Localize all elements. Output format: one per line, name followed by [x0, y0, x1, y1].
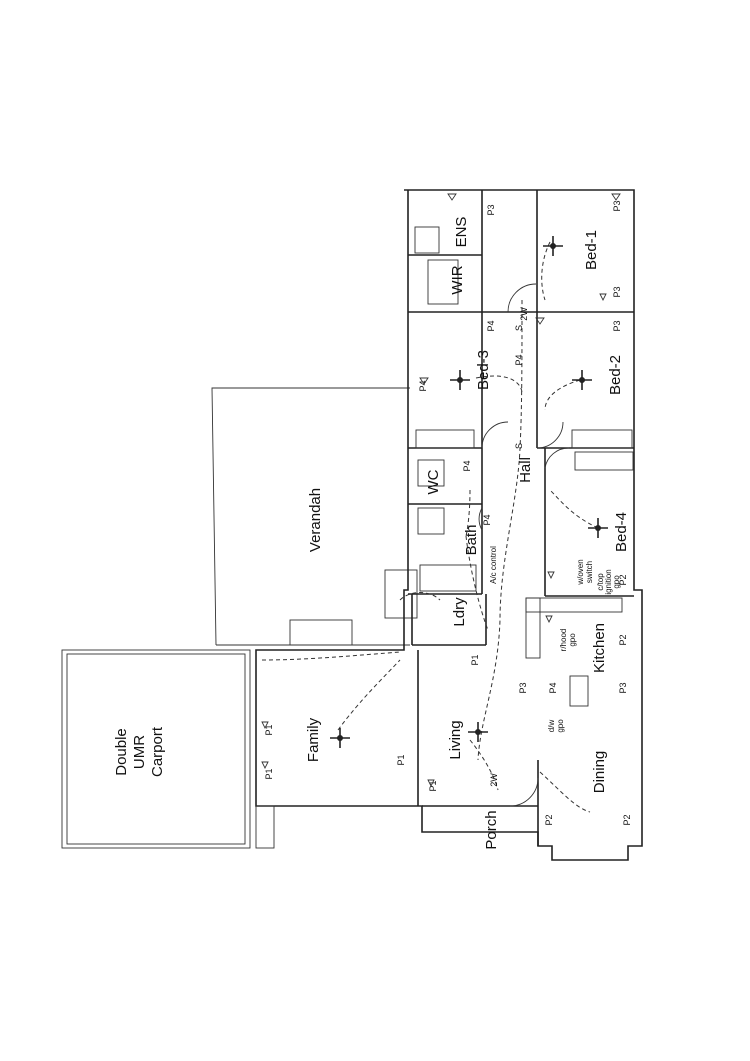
point-label: P4: [418, 380, 428, 391]
point-label: P3: [612, 320, 622, 331]
room-label-family: Family: [305, 717, 322, 762]
room-label-kitchen: Kitchen: [591, 623, 608, 673]
interior-walls: [255, 190, 634, 849]
room-label-laundry: Ldry: [451, 597, 468, 627]
note-cooktop-1: c/top: [596, 573, 605, 591]
point-label: P1: [264, 768, 274, 779]
room-label-bed2: Bed-2: [607, 355, 624, 395]
wiring-runs: [261, 241, 599, 813]
switch-label: 2W: [519, 307, 529, 321]
room-label-carport-3: Carport: [149, 726, 166, 777]
switch-label: 2W: [489, 773, 499, 787]
point-label: P4: [548, 682, 558, 693]
power-point-labels: P3 P3 P3 P3 P4 P4 P4 P4 P4 P2 P2 P2 P2 P…: [264, 200, 632, 825]
room-label-bath: Bath: [463, 525, 480, 556]
point-label: P2: [618, 574, 628, 585]
point-label: P4: [482, 514, 492, 525]
point-label: P2: [622, 814, 632, 825]
outlet-icon: [261, 193, 621, 788]
point-label: P4: [486, 320, 496, 331]
point-label: P3: [486, 204, 496, 215]
room-label-ens: ENS: [453, 217, 470, 248]
note-dw-1: d/w: [547, 720, 556, 733]
switch-label: S: [514, 443, 524, 449]
note-cooktop-2: ignition: [604, 569, 613, 594]
room-label-bed3: Bed-3: [475, 350, 492, 390]
point-label: P4: [462, 460, 472, 471]
room-label-wc: WC: [425, 469, 442, 494]
room-label-carport-1: Double: [113, 728, 130, 776]
room-label-verandah: Verandah: [307, 488, 324, 552]
verandah-outline: [211, 387, 418, 646]
carport-outline: [61, 649, 251, 849]
door-swings: [478, 283, 570, 807]
room-label-bed4: Bed-4: [613, 512, 630, 552]
point-label: P3: [618, 682, 628, 693]
note-dw-2: gpo: [556, 719, 565, 733]
note-wall-oven-2: switch: [585, 561, 594, 583]
point-label: P1: [396, 754, 406, 765]
point-label: P1: [264, 724, 274, 735]
note-ac-control: A/c control: [489, 546, 498, 584]
note-rh-2: gpo: [568, 633, 577, 647]
note-cooktop-3: gpo: [612, 575, 621, 589]
room-label-living: Living: [447, 720, 464, 759]
point-label: P1: [428, 780, 438, 791]
point-label: P3: [518, 682, 528, 693]
note-wall-oven-1: w/oven: [576, 559, 585, 585]
point-label: P2: [544, 814, 554, 825]
room-label-wir: WIR: [449, 265, 466, 294]
room-label-bed1: Bed-1: [583, 230, 600, 270]
point-label: P3: [612, 286, 622, 297]
point-label: P3: [612, 200, 622, 211]
room-label-carport-2: UMR: [131, 735, 148, 769]
room-label-hall: Hall: [517, 457, 534, 483]
ceiling-fan-icon: [330, 236, 608, 748]
room-label-dining: Dining: [591, 751, 608, 794]
switch-label: S: [514, 325, 524, 331]
note-rh-1: r/hood: [559, 629, 568, 652]
point-label: P2: [618, 634, 628, 645]
point-label: P1: [470, 654, 480, 665]
room-label-porch: Porch: [483, 810, 500, 849]
point-label: P4: [514, 354, 524, 365]
